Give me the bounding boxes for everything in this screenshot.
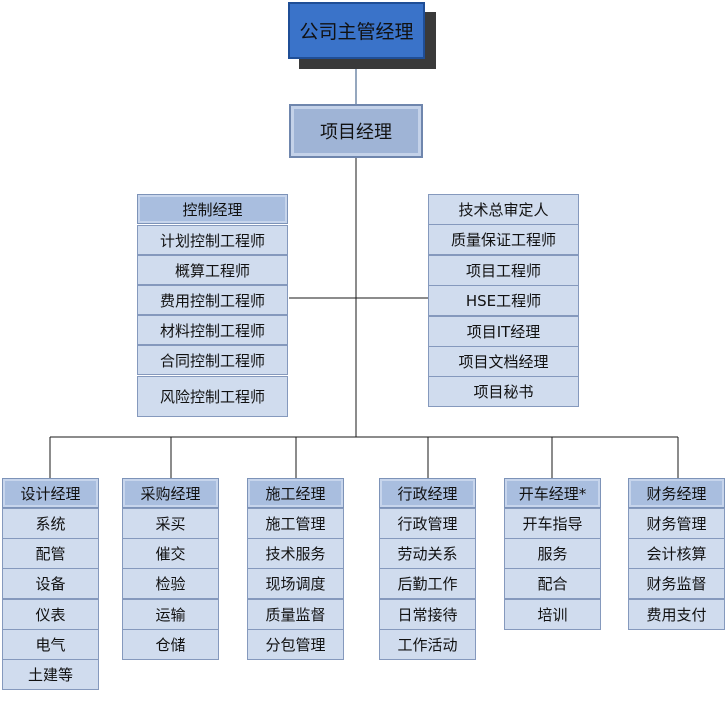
control-role-box: 材料控制工程师 <box>137 315 288 345</box>
department-manager-box: 设计经理 <box>2 478 99 508</box>
department-function-box: 技术服务 <box>247 538 344 570</box>
department-function-box: 土建等 <box>2 659 99 690</box>
department-function-box: 会计核算 <box>628 538 725 570</box>
technical-role-box: 项目文档经理 <box>428 346 579 377</box>
department-function-box: 财务管理 <box>628 508 725 539</box>
department-function-box: 工作活动 <box>379 628 476 660</box>
department-function-box: 采买 <box>122 508 219 539</box>
department-manager-box: 施工经理 <box>247 478 344 508</box>
department-function-box: 质量监督 <box>247 598 344 630</box>
department-function-box: 仪表 <box>2 598 99 630</box>
department-function-box: 检验 <box>122 568 219 600</box>
department-manager-box: 行政经理 <box>379 478 476 508</box>
department-function-box: 现场调度 <box>247 568 344 600</box>
department-function-box: 费用支付 <box>628 598 725 630</box>
department-function-box: 培训 <box>504 598 601 630</box>
department-function-box: 后勤工作 <box>379 568 476 600</box>
technical-role-box: 项目IT经理 <box>428 315 579 347</box>
control-role-box: 费用控制工程师 <box>137 285 288 315</box>
department-function-box: 日常接待 <box>379 598 476 630</box>
control-role-box: 概算工程师 <box>137 255 288 285</box>
control-role-box: 计划控制工程师 <box>137 225 288 255</box>
department-function-box: 分包管理 <box>247 628 344 660</box>
technical-role-box: HSE工程师 <box>428 285 579 317</box>
department-function-box: 劳动关系 <box>379 538 476 570</box>
department-manager-box: 开车经理* <box>504 478 601 508</box>
department-function-box: 服务 <box>504 538 601 570</box>
department-function-box: 催交 <box>122 538 219 570</box>
technical-role-box: 技术总审定人 <box>428 194 579 225</box>
department-function-box: 施工管理 <box>247 508 344 539</box>
technical-role-box: 质量保证工程师 <box>428 224 579 256</box>
department-function-box: 配管 <box>2 538 99 570</box>
department-function-box: 开车指导 <box>504 508 601 539</box>
project-manager-box: 项目经理 <box>289 104 423 158</box>
department-function-box: 系统 <box>2 508 99 539</box>
control-role-box: 合同控制工程师 <box>137 345 288 375</box>
technical-role-box: 项目秘书 <box>428 376 579 408</box>
department-function-box: 行政管理 <box>379 508 476 539</box>
department-function-box: 运输 <box>122 598 219 630</box>
control-role-box: 风险控制工程师 <box>137 376 288 417</box>
control-manager-box: 控制经理 <box>137 194 288 224</box>
department-function-box: 仓储 <box>122 628 219 660</box>
department-function-box: 配合 <box>504 568 601 600</box>
department-function-box: 设备 <box>2 568 99 600</box>
technical-role-box: 项目工程师 <box>428 254 579 286</box>
department-function-box: 电气 <box>2 628 99 660</box>
department-function-box: 财务监督 <box>628 568 725 600</box>
department-manager-box: 财务经理 <box>628 478 725 508</box>
department-manager-box: 采购经理 <box>122 478 219 508</box>
company-manager-box: 公司主管经理 <box>288 2 425 59</box>
